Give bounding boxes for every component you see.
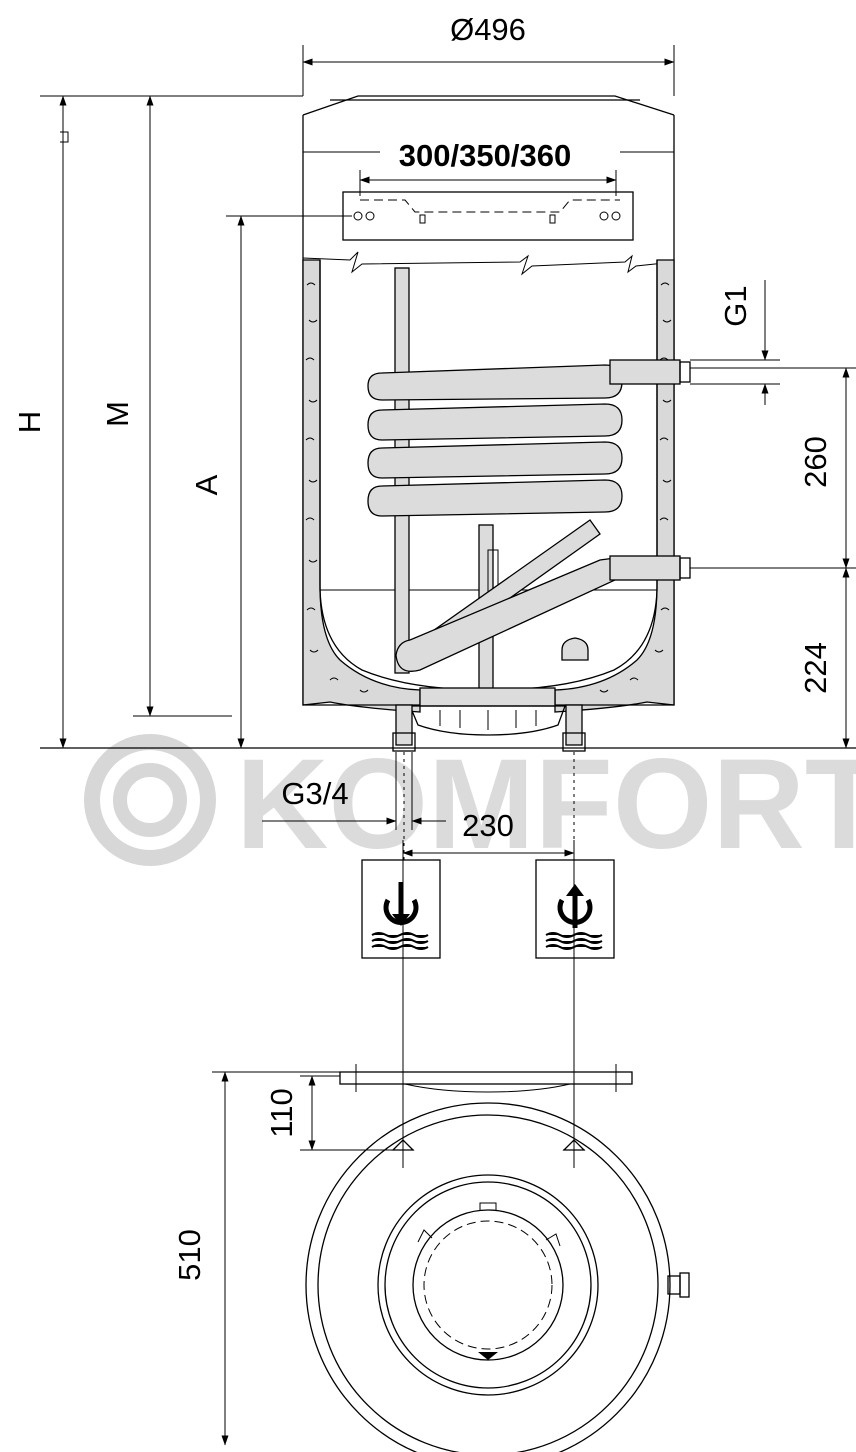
- lower-connection-label: 224: [798, 642, 833, 694]
- plan-view: 230 110 510: [172, 808, 690, 1452]
- cold-water-inlet-icon: [361, 859, 441, 959]
- heat-exchanger-coil: [367, 267, 691, 696]
- water-thread-dimension: G3/4: [262, 752, 446, 830]
- plan-depth-label: 510: [172, 1229, 207, 1281]
- diameter-label: Ø496: [450, 12, 526, 47]
- coil-spacing-label: 260: [798, 436, 833, 488]
- height-m-label: M: [100, 401, 135, 427]
- coil-thread-label: G1: [718, 285, 753, 326]
- right-dimensions: G1 260 224: [690, 280, 856, 749]
- bottom-flange: [392, 687, 586, 860]
- height-a-label: A: [189, 474, 224, 495]
- height-h-label: H: [12, 411, 47, 433]
- diameter-dimension: Ø496: [302, 12, 675, 96]
- plan-mounting-holes: [391, 1130, 586, 1168]
- bracket-spacing-label: 300/350/360: [399, 138, 571, 173]
- mounting-bracket: 300/350/360: [303, 138, 674, 241]
- water-thread-label: G3/4: [281, 776, 348, 811]
- height-dimensions: H M A: [12, 95, 352, 749]
- watermark: KOMFORT: [84, 733, 856, 876]
- plan-hole-spacing-label: 230: [462, 808, 514, 843]
- plan-bracket-offset-label: 110: [264, 1088, 299, 1137]
